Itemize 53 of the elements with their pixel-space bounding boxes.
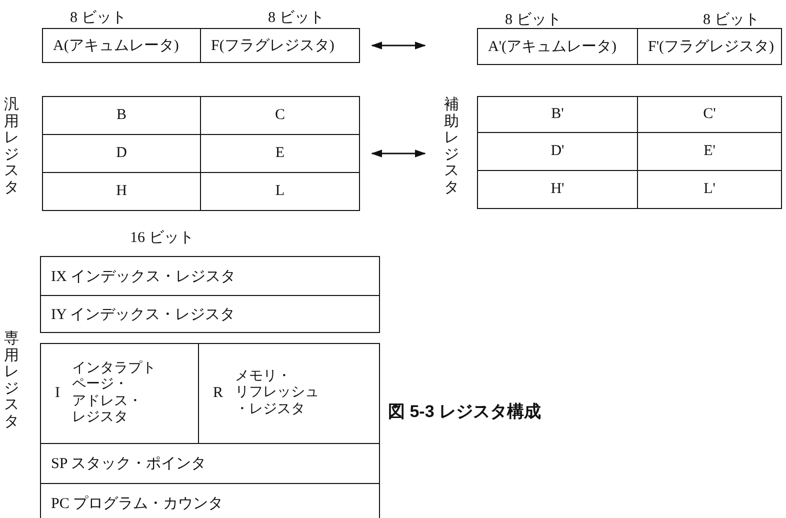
register-name: IX インデックス・レジスタ (51, 268, 236, 286)
register-name: SP スタック・ポインタ (51, 455, 206, 473)
double-arrow (370, 42, 426, 50)
register-name: B (116, 107, 126, 124)
register-name: E' (704, 143, 716, 160)
register-cell (637, 96, 782, 133)
register-name: B' (551, 106, 564, 123)
register-name: IY インデックス・レジスタ (51, 306, 236, 324)
register-description: インタラプトページ・アドレス・レジスタ (72, 361, 156, 426)
register-name: A'(アキュムレータ) (488, 38, 617, 56)
register-name: H (116, 183, 127, 200)
register-name: R (213, 385, 224, 402)
register-cell (40, 256, 380, 296)
register-cell (477, 28, 638, 65)
register-cell (42, 28, 201, 63)
register-name: A(アキュムレータ) (53, 37, 179, 55)
double-arrow (370, 150, 426, 158)
register-cell (42, 96, 201, 135)
group-label: 汎用レジスタ (4, 96, 19, 195)
register-cell (477, 170, 638, 209)
register-name: D (116, 145, 127, 162)
register-name: E (275, 145, 285, 162)
register-description: メモリ・リフレッシュ・レジスタ (235, 369, 320, 418)
register-cell (200, 28, 360, 63)
group-label: 補助レジスタ (444, 96, 459, 195)
register-name: F'(フラグレジスタ) (648, 38, 774, 56)
group-label: 専用レジスタ (4, 330, 19, 429)
register-cell (637, 170, 782, 209)
bit-width-label: 8 ビット (268, 9, 324, 27)
figure-caption: 図 5-3 レジスタ構成 (388, 401, 542, 423)
register-cell (40, 483, 380, 518)
bit-width-label: 8 ビット (70, 9, 126, 27)
register-cell (198, 343, 380, 444)
register-name: L (275, 183, 285, 200)
register-name: F(フラグレジスタ) (211, 37, 334, 55)
register-name: PC プログラム・カウンタ (51, 494, 224, 513)
register-name: C (274, 107, 285, 124)
register-name: D' (550, 143, 564, 160)
register-cell (40, 295, 380, 333)
bit-width-label: 8 ビット (505, 11, 562, 29)
register-cell (40, 443, 380, 484)
register-cell (42, 172, 201, 211)
register-cell (200, 96, 360, 135)
register-cell (40, 343, 199, 444)
register-name: I (55, 385, 60, 402)
bit-width-label: 8 ビット (703, 11, 760, 29)
register-name: H' (550, 181, 564, 198)
register-cell (637, 28, 782, 65)
register-cell (200, 172, 360, 211)
register-name: C' (703, 106, 716, 123)
register-cell (477, 96, 638, 133)
bit-width-label: 16 ビット (130, 229, 194, 247)
register-name: L' (704, 181, 716, 198)
